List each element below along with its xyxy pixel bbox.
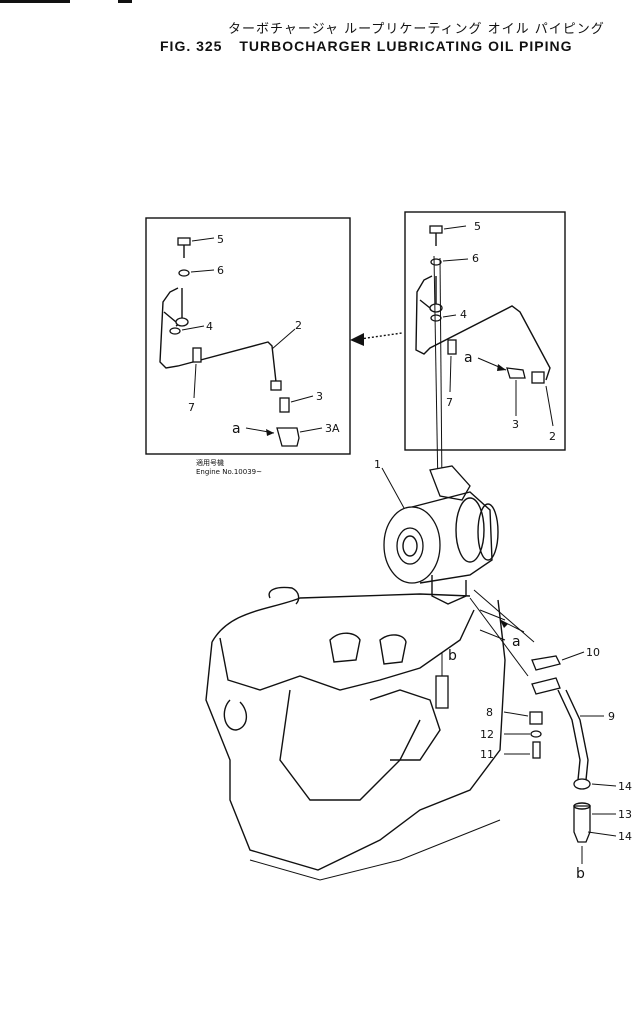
- hose-14-upper: [573, 778, 591, 790]
- clamp-7-left: [192, 347, 202, 363]
- inset-right-frame: [404, 211, 566, 451]
- callout-4-right: 4: [460, 308, 467, 321]
- callout-5-right: 5: [474, 220, 481, 233]
- leader-7-right: [449, 355, 452, 393]
- leader-6-right: [442, 258, 469, 262]
- inset-pointer-line: [433, 255, 439, 491]
- top-rule-right: [118, 0, 132, 3]
- manifold-port-1: [268, 586, 300, 605]
- callout-11: 11: [480, 748, 494, 761]
- callout-3-left: 3: [316, 390, 323, 403]
- manifold-port-3: [379, 634, 407, 665]
- callout-4-left: 4: [206, 320, 213, 333]
- leader-6-left: [190, 269, 215, 273]
- manifold-port-2: [329, 632, 361, 663]
- ref-a-right: a: [464, 350, 473, 366]
- inset-left: [145, 217, 351, 455]
- leader-turbo-to-flange: [469, 597, 529, 677]
- engine-block: [205, 586, 506, 881]
- adapter-3-right: [506, 367, 526, 379]
- flange-9: [531, 677, 561, 695]
- leader-turbo-to-gasket: [473, 589, 535, 643]
- compressor-inlet: [396, 527, 424, 565]
- figure-title: FIG. 325 TURBOCHARGER LUBRICATING OIL PI…: [160, 38, 573, 54]
- figure-title-text: TURBOCHARGER LUBRICATING OIL PIPING: [239, 38, 573, 54]
- leader-2-left: [271, 328, 296, 350]
- callout-14-upper: 14: [618, 780, 632, 793]
- callout-9: 9: [608, 710, 615, 723]
- callout-6-right: 6: [472, 252, 479, 265]
- turbocharger: [383, 465, 499, 605]
- pipe-2-right: [415, 275, 551, 381]
- leader-10: [561, 651, 585, 661]
- washer-4-left: [169, 327, 181, 335]
- washer-6-right: [430, 258, 442, 266]
- callout-3a-left: 3A: [325, 422, 340, 435]
- leader-4-left: [181, 325, 205, 331]
- turbo-flange: [431, 575, 467, 605]
- callout-3-right: 3: [512, 418, 519, 431]
- clamp-7-right: [447, 339, 457, 355]
- eye-joint-left: [175, 317, 189, 327]
- inset-note-engine-number: Engine No.10039~: [196, 468, 262, 476]
- ref-a-main: a: [512, 634, 521, 650]
- inset-right: [404, 211, 566, 451]
- nut-8: [529, 711, 543, 725]
- leader-3-left: [290, 395, 314, 403]
- leader-8: [503, 711, 529, 717]
- leader-14-upper: [591, 783, 617, 787]
- pipe-nut-left: [270, 380, 282, 391]
- bolt-11: [532, 741, 541, 759]
- pipe-2-left: [159, 287, 277, 383]
- turbine-housing: [411, 491, 493, 584]
- tee-3a-left: [276, 427, 300, 447]
- adapter-3-left: [279, 397, 290, 413]
- leader-7-left: [193, 363, 197, 399]
- return-pipe-stub: [435, 675, 449, 709]
- leader-1: [381, 467, 405, 509]
- turbo-outlet: [429, 465, 471, 501]
- callout-5-left: 5: [217, 233, 224, 246]
- pipe-9: [557, 689, 589, 781]
- oil-return-parts: [503, 651, 617, 864]
- bolt-5-right: [429, 225, 443, 246]
- inset-note-applicable: 適用号機: [196, 459, 224, 467]
- ref-a-left: a: [232, 421, 241, 437]
- callout-12: 12: [480, 728, 494, 741]
- callout-13: 13: [618, 808, 632, 821]
- figure-number: FIG. 325: [160, 38, 223, 54]
- callout-6-left: 6: [217, 264, 224, 277]
- leader-14-lower: [587, 831, 617, 837]
- callout-2-left: 2: [295, 319, 302, 332]
- callout-7-right: 7: [446, 396, 453, 409]
- leader-2-right: [545, 385, 554, 427]
- washer-12: [530, 730, 542, 738]
- top-rule-left: [0, 0, 70, 3]
- eye-joint-right: [429, 303, 443, 313]
- callout-8: 8: [486, 706, 493, 719]
- view-arrow: [350, 332, 403, 346]
- leader-5-left: [191, 237, 215, 242]
- ref-b-main: b: [448, 648, 457, 664]
- title-japanese: ターボチャージャ ループリケーティング オイル パイピング: [228, 22, 605, 37]
- leader-5-right: [443, 225, 467, 230]
- inset-left-frame: [145, 217, 351, 455]
- hose-13: [573, 805, 591, 843]
- callout-2-right: 2: [549, 430, 556, 443]
- callout-14-lower: 14: [618, 830, 632, 843]
- leader-4-right: [442, 314, 457, 318]
- washer-4-right: [430, 314, 442, 322]
- bolt-5-left: [177, 237, 191, 258]
- leader-3a-left: [299, 427, 323, 433]
- gasket-10: [531, 655, 561, 671]
- callout-1: 1: [374, 458, 381, 471]
- engine-boss: [223, 699, 247, 731]
- pipe-nut-right: [531, 371, 545, 384]
- inset-pointer-line-2: [439, 257, 443, 491]
- ref-b-lower: b: [576, 866, 585, 882]
- callout-7-left: 7: [188, 401, 195, 414]
- washer-6-left: [178, 269, 190, 277]
- callout-10: 10: [586, 646, 600, 659]
